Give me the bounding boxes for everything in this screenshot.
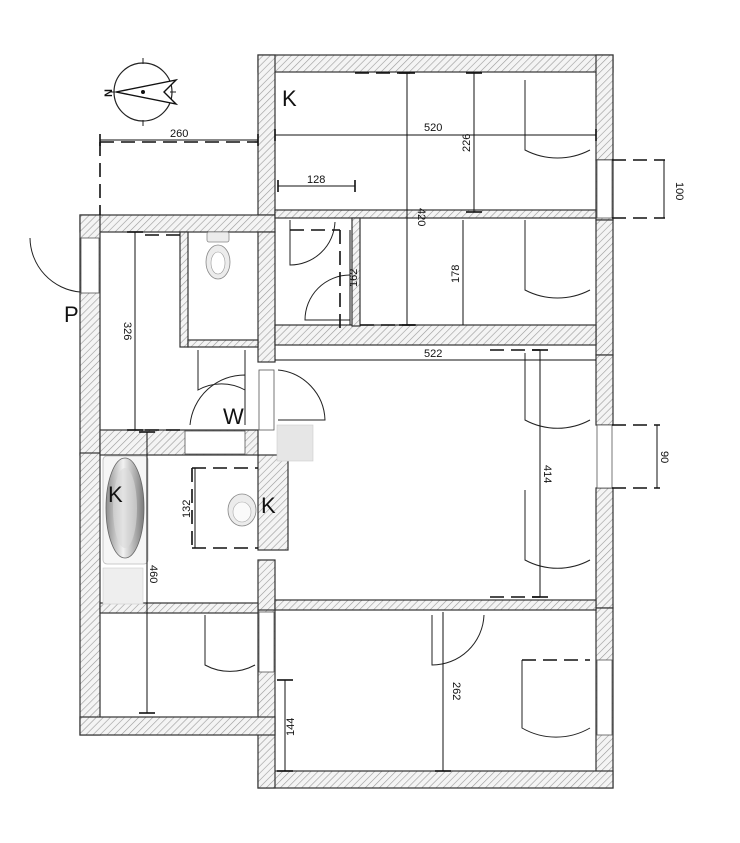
label-entry: P bbox=[64, 302, 79, 327]
dim-bath-length: 460 bbox=[147, 565, 159, 583]
label-toilet: W bbox=[223, 404, 244, 429]
bathtub-fixture bbox=[102, 455, 149, 605]
dimension-ticks bbox=[99, 72, 597, 772]
dim-room-top-total: 420 bbox=[415, 208, 427, 226]
radiator-fixture bbox=[276, 424, 314, 462]
dim-window-mid: 90 bbox=[658, 451, 670, 463]
dim-room-top-depth: 226 bbox=[461, 134, 473, 152]
dim-bottom-step: 144 bbox=[285, 718, 297, 736]
sink-fixture bbox=[227, 493, 257, 527]
dim-closet-width: 128 bbox=[307, 174, 325, 186]
dim-window-top: 100 bbox=[673, 182, 685, 200]
openings bbox=[80, 159, 613, 736]
label-bathtub: K bbox=[108, 482, 123, 507]
dim-bottom-room-depth: 262 bbox=[450, 682, 462, 700]
label-top-right-room: K bbox=[282, 86, 297, 111]
dim-wc-length: 326 bbox=[121, 322, 133, 340]
dashed-lines bbox=[99, 72, 665, 661]
dim-closet-depth: 162 bbox=[348, 269, 360, 287]
toilet-fixture bbox=[205, 231, 231, 280]
dimension-lines bbox=[100, 73, 665, 771]
label-sink: K bbox=[261, 493, 276, 518]
dim-living-width: 522 bbox=[424, 348, 442, 360]
dim-room-mid-depth: 178 bbox=[450, 265, 462, 283]
room-labels: K P W K K bbox=[64, 86, 297, 518]
compass-icon: N bbox=[103, 58, 179, 126]
dimension-labels: 260 520 226 420 128 162 178 100 326 522 … bbox=[121, 122, 685, 736]
dim-room-top-width: 520 bbox=[424, 122, 442, 134]
dim-living-depth: 414 bbox=[541, 465, 553, 483]
dim-sink-width: 132 bbox=[181, 500, 193, 518]
dim-top-outer-width: 260 bbox=[170, 128, 188, 140]
interior-walls bbox=[99, 209, 597, 614]
compass-north-label: N bbox=[103, 89, 115, 97]
exterior-walls bbox=[79, 54, 614, 789]
